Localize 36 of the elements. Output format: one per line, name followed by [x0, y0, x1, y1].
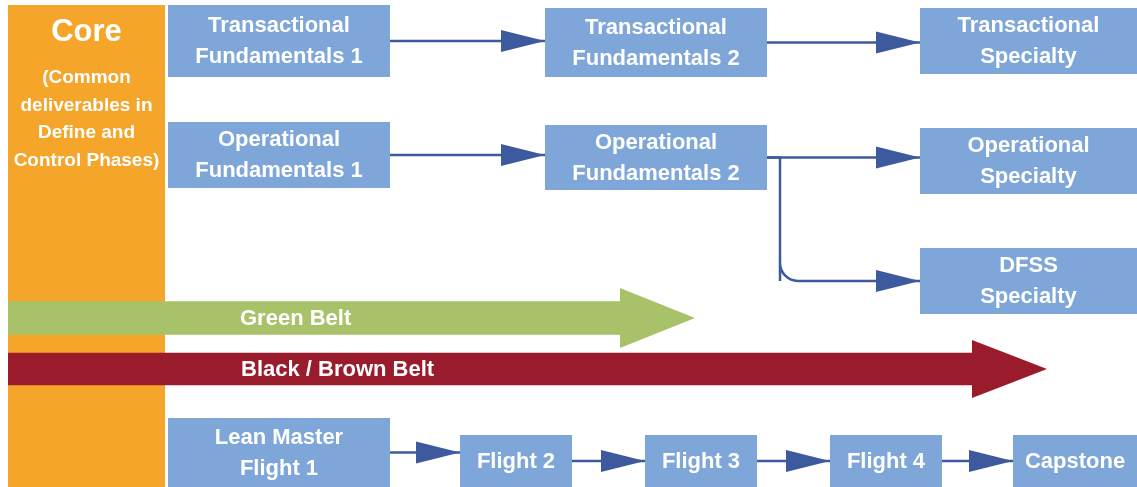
- process-box: [1013, 435, 1137, 487]
- process-box: [168, 418, 390, 487]
- box-label: Flight 2: [476, 446, 556, 475]
- process-box: [168, 5, 390, 77]
- process-box: [920, 128, 1137, 194]
- arrow: [757, 450, 830, 472]
- box-label: Transactional Fundamentals 1: [194, 11, 364, 70]
- arrow: [767, 156, 920, 292]
- box-label: Transactional Fundamentals 2: [571, 12, 741, 72]
- arrow: [390, 441, 460, 464]
- process-box: [645, 435, 757, 487]
- process-box: [920, 8, 1137, 74]
- arrow: [572, 450, 645, 472]
- arrow: [390, 30, 545, 52]
- arrow: [390, 144, 545, 166]
- box-label: Operational Fundamentals 1: [194, 125, 364, 184]
- box-label: Transactional Specialty: [956, 11, 1101, 70]
- arrow: [767, 31, 920, 54]
- process-box: [168, 122, 390, 188]
- box-label: DFSS Specialty: [979, 251, 1078, 310]
- process-box: [460, 435, 572, 487]
- banner-label: Black / Brown Belt: [241, 356, 435, 382]
- box-label: Operational Fundamentals 2: [571, 127, 741, 187]
- box-label: Lean Master Flight 1: [213, 422, 345, 482]
- box-label: Operational Specialty: [966, 131, 1091, 190]
- core-description: (Common deliverables in Define and Control Phases): [12, 65, 161, 172]
- box-label: Flight 3: [661, 446, 741, 475]
- process-box: [545, 125, 767, 190]
- core-heading: Core: [50, 12, 123, 50]
- process-box: [920, 248, 1137, 314]
- box-label: Capstone: [1024, 446, 1126, 475]
- box-label: Flight 4: [846, 446, 926, 475]
- process-box: [545, 8, 767, 77]
- arrow: [942, 450, 1013, 472]
- process-box: [830, 435, 942, 487]
- banner-label: Green Belt: [240, 305, 352, 331]
